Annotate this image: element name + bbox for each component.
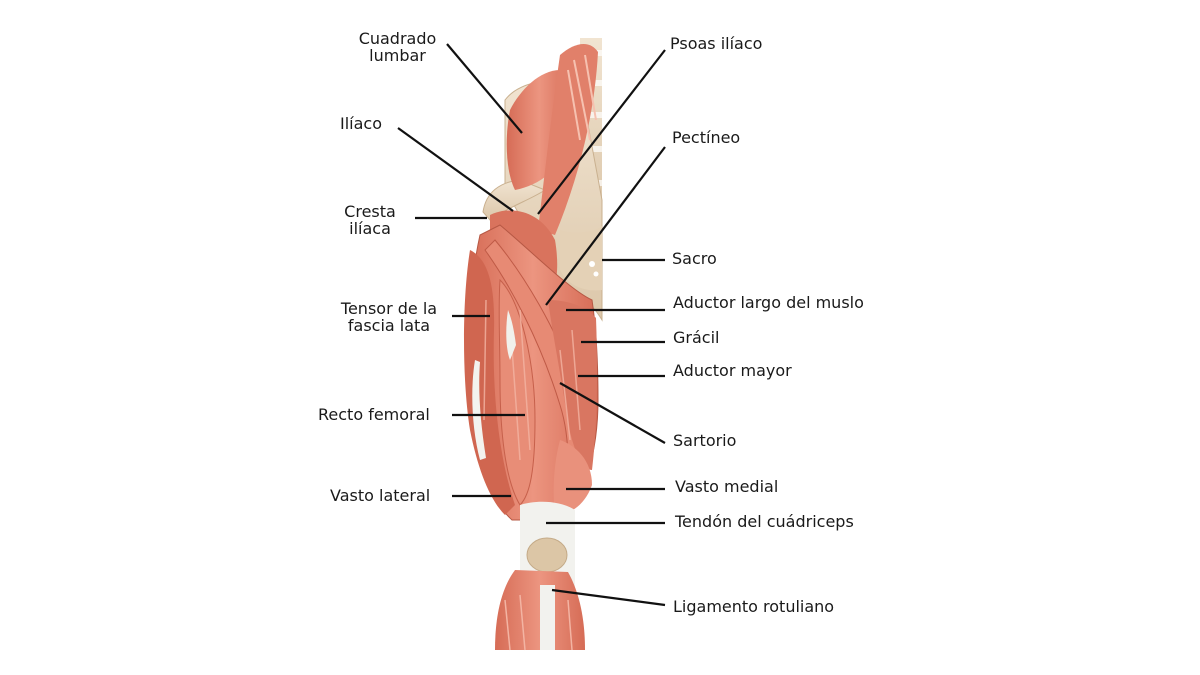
upper-muscles xyxy=(506,44,598,236)
label-cuadrado-lumbar: Cuadrado lumbar xyxy=(345,30,450,64)
label-gracil: Grácil xyxy=(673,328,720,347)
label-cresta-iliaca: Cresta ilíaca xyxy=(330,203,410,237)
label-cuadrado-lumbar-line2: lumbar xyxy=(369,46,426,65)
label-aductor-mayor: Aductor mayor xyxy=(673,361,792,380)
label-sartorio: Sartorio xyxy=(673,431,737,450)
label-recto-femoral: Recto femoral xyxy=(318,405,430,424)
leader-lines xyxy=(397,43,666,607)
label-pectineo: Pectíneo xyxy=(672,128,741,147)
label-sacro: Sacro xyxy=(672,249,717,268)
label-vasto-medial: Vasto medial xyxy=(675,477,779,496)
lower-leg-muscles xyxy=(495,570,585,651)
label-tendon-cuadriceps: Tendón del cuádriceps xyxy=(675,512,854,531)
label-vasto-lateral: Vasto lateral xyxy=(330,486,431,505)
label-ligamento-rotuliano: Ligamento rotuliano xyxy=(673,597,835,616)
label-cresta-iliaca-line2: ilíaca xyxy=(349,219,391,238)
label-aductor-largo: Aductor largo del muslo xyxy=(673,293,864,312)
label-cresta-iliaca-line1: Cresta xyxy=(344,202,396,221)
label-cuadrado-lumbar-line1: Cuadrado xyxy=(358,29,437,48)
label-tensor-line2: fascia lata xyxy=(347,316,431,335)
label-iliaco: Ilíaco xyxy=(340,114,382,133)
label-tensor-line1: Tensor de la xyxy=(340,299,438,318)
label-tensor-fascia-lata: Tensor de la fascia lata xyxy=(326,300,452,334)
label-psoas-iliaco: Psoas ilíaco xyxy=(670,34,763,53)
